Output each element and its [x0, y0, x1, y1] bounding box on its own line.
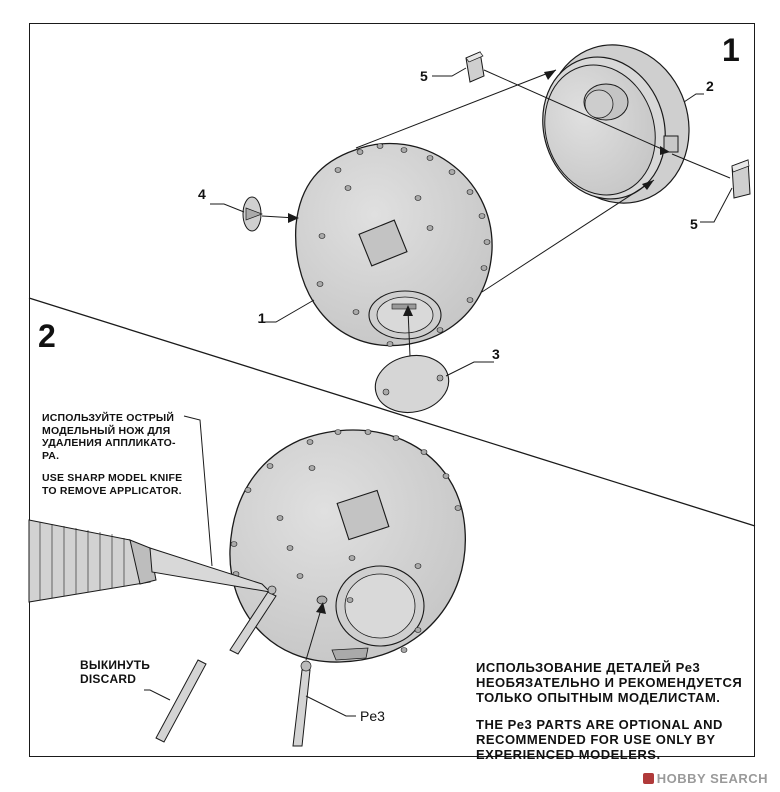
- part-label-4: 4: [198, 186, 206, 202]
- watermark: HOBBY SEARCH: [642, 771, 768, 786]
- discard-label: ВЫКИНУТЬ DISCARD: [80, 658, 150, 686]
- knife-note-en-2: TO REMOVE APPLICATOR.: [42, 484, 182, 497]
- part-5-top: [465, 51, 485, 83]
- part-5-right: [731, 159, 751, 199]
- part-4: [242, 196, 263, 232]
- knife-note-ru-3: УДАЛЕНИЯ АППЛИКАТО-: [42, 437, 176, 449]
- step-2-number: 2: [38, 318, 56, 354]
- discard-en: DISCARD: [80, 672, 137, 686]
- part-label-3: 3: [492, 346, 500, 362]
- warning-ru-1: ИСПОЛЬЗОВАНИЕ ДЕТАЛЕЙ Pe3: [476, 660, 701, 675]
- knife-note-en-1: USE SHARP MODEL KNIFE: [42, 472, 183, 484]
- part-label-2: 2: [706, 78, 714, 94]
- knife-note-ru-4: РА.: [42, 449, 60, 462]
- page-border: [29, 23, 755, 757]
- knife-note-ru-1: ИСПОЛЬЗУЙТЕ ОСТРЫЙ: [42, 412, 175, 424]
- watermark-text: HOBBY SEARCH: [656, 771, 768, 786]
- warning-en-3: EXPERIENCED MODELERS.: [476, 747, 661, 762]
- applicator-discard: [155, 659, 207, 743]
- warning-en-2: RECOMMENDED FOR USE ONLY BY: [476, 732, 716, 747]
- arrow-heads-step2: [316, 602, 326, 614]
- leader-lines-step1: [210, 67, 733, 377]
- warning-ru-2: НЕОБЯЗАТЕЛЬНО И РЕКОМЕНДУЕТСЯ: [476, 675, 743, 690]
- leader-lines-step2: [144, 415, 356, 717]
- applicator-cut: [229, 585, 277, 655]
- step2-body: [229, 429, 466, 663]
- step-divider: [28, 297, 756, 527]
- discard-ru: ВЫКИНУТЬ: [80, 658, 151, 672]
- part-2-cap: [542, 44, 690, 204]
- pe3-label: Pe3: [360, 708, 385, 724]
- part-label-5-right: 5: [690, 216, 698, 232]
- part-3-disc: [374, 355, 450, 413]
- assembly-arrows-step1: [261, 69, 731, 357]
- knife-note: ИСПОЛЬЗУЙТЕ ОСТРЫЙ МОДЕЛЬНЫЙ НОЖ ДЛЯ УДА…: [42, 412, 192, 497]
- part-1-body: [294, 142, 493, 347]
- part-label-1: 1: [258, 310, 266, 326]
- warning-ru-3: ТОЛЬКО ОПЫТНЫМ МОДЕЛИСТАМ.: [476, 690, 721, 705]
- warning-block: ИСПОЛЬЗОВАНИЕ ДЕТАЛЕЙ Pe3 НЕОБЯЗАТЕЛЬНО …: [476, 660, 744, 762]
- knife-note-ru-2: МОДЕЛЬНЫЙ НОЖ ДЛЯ: [42, 424, 171, 437]
- pe3-part: [292, 660, 312, 747]
- arrow-heads-step1: [288, 70, 670, 316]
- warning-en-1: THE Pe3 PARTS ARE OPTIONAL AND: [476, 717, 723, 732]
- step-1-number: 1: [722, 32, 740, 68]
- model-knife: [28, 519, 272, 603]
- part-label-5-top: 5: [420, 68, 428, 84]
- hobby-search-logo-icon: [642, 773, 654, 784]
